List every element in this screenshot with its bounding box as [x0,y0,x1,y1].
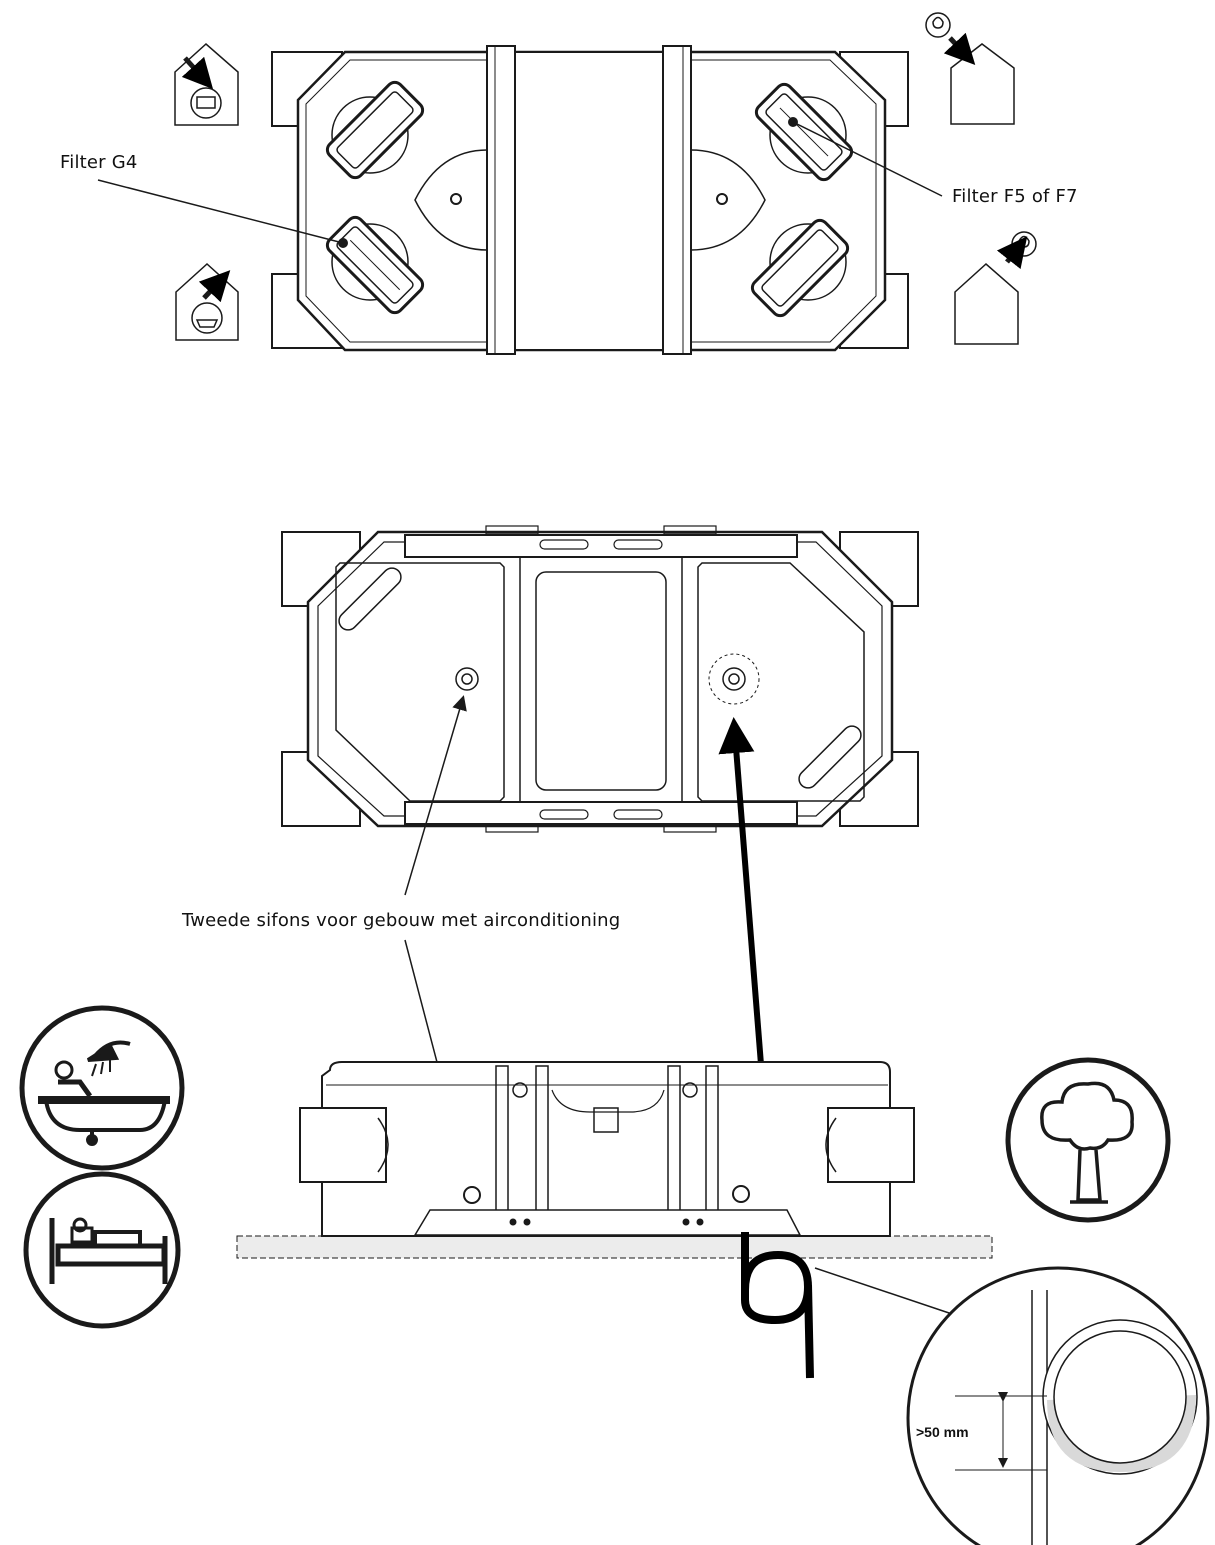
siphon-port-left-top [450,193,462,205]
filter-g4-leader [97,179,344,244]
bottom-rail [404,801,798,825]
secondary-siphon-port-mid [455,667,479,691]
filter-g4-label: Filter G4 [60,152,138,173]
center-panel [514,51,664,351]
siphon-arrow-up [404,695,467,896]
strap-right [662,45,692,355]
detail-leader [814,1267,956,1316]
side-base-plate [413,1209,802,1236]
filter-g4-top-cassette [325,80,425,180]
filter-f5-f7-cassette [754,82,854,182]
filter-f5-f7-label: Filter F5 of F7 [952,186,1078,207]
bed-icon [23,1171,181,1329]
siphon-port-right-top [716,193,728,205]
filter-bottom-right-cassette [750,218,850,318]
top-view-unit [271,45,909,355]
clearance-label: >50 mm [916,1424,969,1440]
main-siphon-port-mid [722,667,746,691]
house-bed-icon [174,42,239,126]
strap-left [486,45,516,355]
side-duct-right [827,1107,915,1183]
top-rail [404,534,798,558]
siphon-trap-pipe [741,1232,814,1379]
side-siphon-port-right [732,1185,750,1203]
house-tree-icon-top [925,12,1015,125]
filter-g4-cassette [325,215,425,315]
floor-slab [236,1235,993,1259]
filter-f5-f7-leader [792,121,943,197]
bottom-view-unit [281,525,919,833]
center-panel-mid [535,571,667,791]
house-tree-icon-bottom [954,231,1037,345]
side-view-unit [236,1061,993,1259]
second-siphon-label: Tweede sifons voor gebouw met airconditi… [182,910,621,931]
house-bath-icon [175,262,239,341]
tree-icon [1005,1057,1171,1223]
bathtub-shower-icon [19,1005,185,1171]
side-duct-left [299,1107,387,1183]
side-siphon-port-left [463,1186,481,1204]
siphon-detail-callout [906,1266,1210,1545]
